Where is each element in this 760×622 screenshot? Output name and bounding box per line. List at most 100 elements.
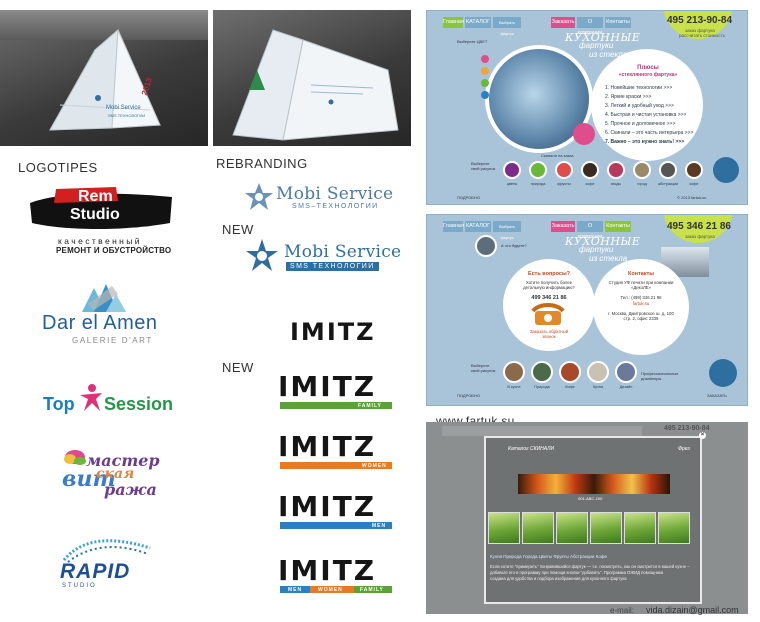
benefit-7[interactable]: 7. Важно – это нужно знать! >>> bbox=[605, 139, 685, 145]
thumb-label-8: кофе bbox=[689, 182, 699, 186]
thumb2-label-2: Природа bbox=[534, 385, 550, 389]
nav2-catalog[interactable]: КАТАЛОГ bbox=[465, 221, 491, 232]
callback-link[interactable]: Заказать обратный звонок bbox=[529, 329, 569, 339]
close-icon[interactable]: × bbox=[699, 432, 706, 439]
site2-title-1: КУХОННЫЕ bbox=[565, 235, 641, 248]
benefit-1[interactable]: 1. Новейшие технологии >>> bbox=[605, 85, 673, 91]
site1-choose-pic: Выберите свой рисунок bbox=[471, 161, 496, 171]
thumb-1[interactable] bbox=[503, 161, 521, 179]
site2-badge[interactable] bbox=[709, 359, 737, 387]
combo-women-text: WOMEN bbox=[318, 587, 343, 593]
catalog-thumb-4[interactable] bbox=[590, 512, 622, 544]
site1-order-label: Скинали на заказ bbox=[541, 153, 574, 158]
thumb-8[interactable] bbox=[685, 161, 703, 179]
catalog-thumb-5[interactable] bbox=[624, 512, 656, 544]
email-address[interactable]: vida.dizain@gmail.com bbox=[646, 605, 739, 615]
catalog-thumb-1[interactable] bbox=[488, 512, 520, 544]
modal-text-2: добавьте его в программу при помощи кноп… bbox=[490, 570, 664, 575]
thumb-6[interactable] bbox=[633, 161, 651, 179]
men-bar-text: MEN bbox=[372, 523, 387, 529]
site2-phone: 495 346 21 86 bbox=[667, 221, 731, 232]
rem-subtitle-1: качественный bbox=[58, 236, 142, 246]
photo-calendar-front: 2013 Mobi Service SMS ТЕХНОЛОГИИ bbox=[0, 10, 208, 146]
family-bar bbox=[280, 402, 392, 409]
site2-bottom-right[interactable]: ЗАКАЗАТЬ bbox=[707, 393, 727, 398]
kitchen-photo-small bbox=[475, 235, 497, 257]
combo-family-text: FAMILY bbox=[360, 587, 384, 593]
imitz-logo-plain: IMITZ bbox=[290, 318, 376, 346]
nav2-choose[interactable]: Выбрать фартук bbox=[493, 221, 521, 240]
studio-text: Studio bbox=[70, 206, 120, 223]
catalog-thumb-3[interactable] bbox=[556, 512, 588, 544]
mobi-new-title: Mobi Service bbox=[284, 242, 402, 262]
contacts-studio: Студия УФ печати при компании «ДекоЛЕ» bbox=[608, 280, 674, 290]
thumb-label-6: город bbox=[637, 182, 647, 186]
calendar-tent-graphic bbox=[49, 28, 161, 131]
color-picker-icons[interactable] bbox=[475, 51, 495, 131]
nav-home[interactable]: Главная bbox=[443, 17, 464, 28]
benefit-2[interactable]: 2. Яркие краски >>> bbox=[605, 94, 652, 100]
modal-code: 001-ABC-100 bbox=[578, 496, 603, 501]
site2-any-q: А что будете? bbox=[501, 243, 527, 248]
site1-phone: 495 213-90-84 bbox=[667, 15, 733, 26]
mobi-star-icon-new bbox=[246, 239, 278, 271]
modal-text-3: создана для удобства и подбора изображен… bbox=[490, 576, 627, 581]
thumb2-1[interactable] bbox=[503, 361, 525, 383]
nav-order[interactable]: Заказать bbox=[551, 17, 575, 28]
site1-phone-sub2: рассчитать стоимость bbox=[679, 33, 725, 38]
nav-catalog[interactable]: КАТАЛОГ bbox=[465, 17, 491, 28]
catalog-thumb-6[interactable] bbox=[658, 512, 690, 544]
rapid-studio-text: STUDIO bbox=[62, 583, 97, 589]
site1-title-3: из стекла bbox=[589, 50, 628, 59]
thumb2-3[interactable] bbox=[559, 361, 581, 383]
website-mockup-contacts: Главная КАТАЛОГ Выбрать фартук Заказать … bbox=[426, 214, 748, 406]
site1-bottom-left[interactable]: ПОДРОБНО bbox=[457, 195, 480, 200]
thumb2-label-5: Дизайн bbox=[619, 385, 633, 389]
site2-phone-sub: заказ фартука bbox=[685, 234, 715, 239]
benefits-head-2: «стеклянного фартука» bbox=[618, 72, 678, 78]
benefit-5[interactable]: 5. Прочное и долговечное >>> bbox=[605, 121, 676, 127]
thumb-2[interactable] bbox=[529, 161, 547, 179]
website-mockup-catalog: 495 213-90-84 Каталог СКИНАЛИ Фрез 001-A… bbox=[426, 422, 748, 614]
nav2-order[interactable]: Заказать bbox=[551, 221, 575, 232]
rem-subtitle-2: РЕМОНТ И ОБУСТРОЙСТВО bbox=[56, 246, 172, 255]
contacts-site[interactable]: fartuk.su bbox=[632, 301, 650, 306]
benefit-6[interactable]: 6. Скинали – это часть интерьера >>> bbox=[605, 130, 694, 136]
benefit-3[interactable]: 3. Легкий и удобный уход >>> bbox=[605, 103, 674, 109]
dar-title: Dar el Amen bbox=[42, 312, 158, 334]
thumb-4[interactable] bbox=[581, 161, 599, 179]
thumb2-2[interactable] bbox=[531, 361, 553, 383]
thumb2-4[interactable] bbox=[587, 361, 609, 383]
contacts-address: г. Москва, Дмитровское ш. д. 100 стр. 2,… bbox=[608, 311, 674, 321]
site1-badge[interactable] bbox=[713, 157, 739, 183]
nav-about[interactable]: О компании bbox=[577, 17, 603, 36]
thumb2-5[interactable] bbox=[615, 361, 637, 383]
site1-title-2: фартуки bbox=[579, 41, 614, 50]
nav2-home[interactable]: Главная bbox=[443, 221, 464, 232]
thumb-7[interactable] bbox=[659, 161, 677, 179]
thumb-5[interactable] bbox=[607, 161, 625, 179]
question-text: Хотите получить более детальную информац… bbox=[523, 280, 575, 290]
modal-text-1: Если хотите "примерить" понравившийся фа… bbox=[490, 564, 690, 569]
paint-stroke-graphic bbox=[30, 187, 172, 229]
thumb-3[interactable] bbox=[555, 161, 573, 179]
site1-footer: © 2013 fartuk.su bbox=[677, 195, 707, 200]
nav-choose[interactable]: Выбрать фартук bbox=[493, 17, 521, 36]
nav-contacts[interactable]: Контакты bbox=[605, 17, 631, 28]
mobi-old-title: Mobi Service bbox=[276, 184, 394, 204]
modal-category-links[interactable]: Кухня Природа Города Цветы Фрукты Абстра… bbox=[490, 554, 608, 559]
mobi-star-icon bbox=[245, 183, 273, 210]
order-skinali-button[interactable] bbox=[573, 123, 595, 145]
nav2-contacts[interactable]: Контакты bbox=[605, 221, 631, 232]
women-bar bbox=[280, 462, 392, 469]
combo-bar-family bbox=[354, 586, 392, 593]
catalog-thumb-2[interactable] bbox=[522, 512, 554, 544]
men-bar bbox=[280, 522, 392, 529]
thumb-label-2: природа bbox=[530, 182, 546, 186]
imitz-women-word: IMITZ bbox=[278, 430, 377, 463]
site2-bottom-left[interactable]: ПОДРОБНО bbox=[457, 393, 480, 398]
contacts-head: Контакты bbox=[628, 271, 654, 277]
benefit-4[interactable]: 4. Быстрая и чистая установка >>> bbox=[605, 112, 687, 118]
nav2-about[interactable]: О компании bbox=[577, 221, 603, 240]
site2-choose-pic: Выберите свой рисунок bbox=[471, 363, 496, 373]
